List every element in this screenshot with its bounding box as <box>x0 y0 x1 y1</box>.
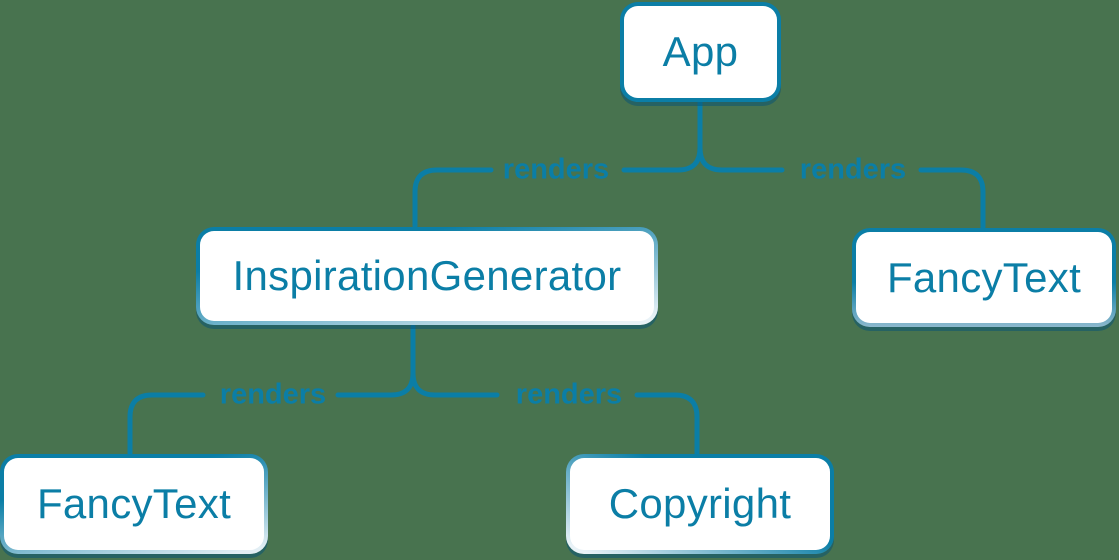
edge-app-fancytext-segment-a <box>697 99 785 173</box>
node-label: FancyText <box>886 253 1082 301</box>
node-inspiration-generator: InspirationGenerator <box>196 227 658 325</box>
node-label: App <box>662 28 739 75</box>
node-label: Copyright <box>608 480 792 527</box>
edge-app-inspirationgenerator-segment-b <box>412 167 494 229</box>
node-app-body: App <box>624 6 777 98</box>
edge-inspirationgenerator-fancytext-segment-b <box>127 392 206 456</box>
edge-app-fancytext-segment-b <box>918 167 986 230</box>
edge-inspirationgenerator-copyright-segment-a <box>410 324 500 398</box>
node-fancy-text-top: FancyText <box>852 228 1116 327</box>
node-inspiration-generator-body: InspirationGenerator <box>200 231 654 321</box>
edge-label-renders: renders <box>515 378 623 411</box>
edge-inspirationgenerator-fancytext-segment-a <box>335 324 416 398</box>
edge-label-renders: renders <box>219 378 327 411</box>
edge-label-renders: renders <box>502 153 610 186</box>
node-fancy-text-top-body: FancyText <box>856 232 1112 323</box>
edge-app-inspirationgenerator-segment-a <box>621 99 703 173</box>
edge-inspirationgenerator-copyright-segment-b <box>634 392 700 456</box>
node-label: FancyText <box>36 480 232 527</box>
node-app: App <box>620 2 781 102</box>
node-label: InspirationGenerator <box>232 252 622 299</box>
node-fancy-text-bottom: FancyText <box>0 454 268 554</box>
node-copyright: Copyright <box>566 454 834 554</box>
edge-label-renders: renders <box>799 153 907 186</box>
node-fancy-text-bottom-body: FancyText <box>4 458 264 550</box>
node-copyright-body: Copyright <box>570 458 830 550</box>
